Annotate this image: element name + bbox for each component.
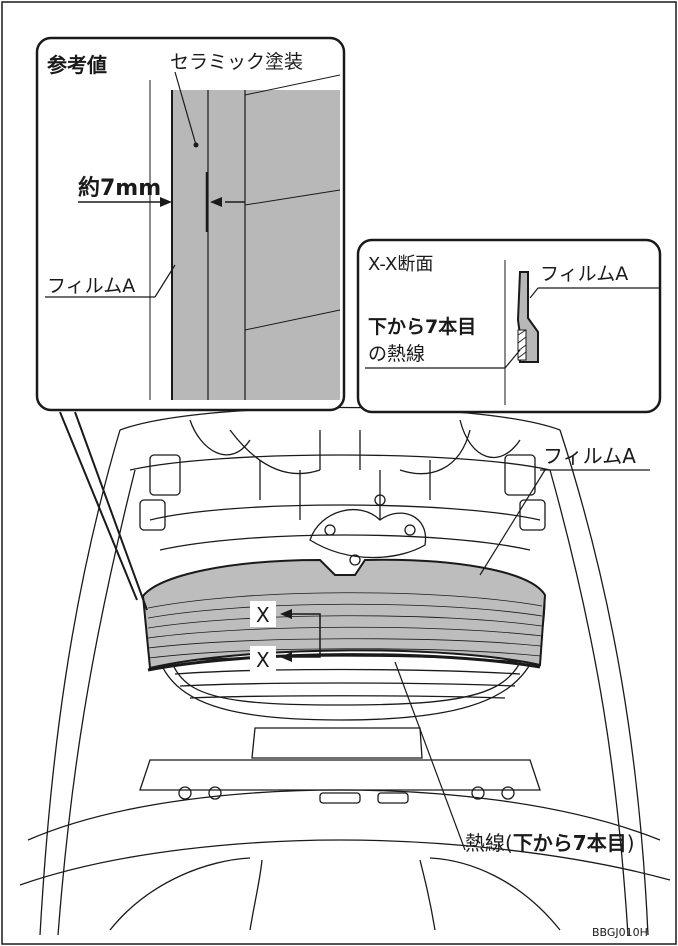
reference-detail-panel: 参考値 セラミック塗装 約7mm フィルムA: [35, 36, 346, 412]
film-heat-lines: [147, 592, 543, 659]
film-a-leader: [479, 469, 546, 576]
section-mark-1: X: [256, 603, 270, 627]
film-a-label-section: フィルムA: [540, 263, 628, 285]
reference-value-title: 参考値: [47, 53, 107, 77]
figure-code: BBGJ010H: [592, 926, 648, 939]
seventh-line-label: 下から7本目: [368, 315, 476, 338]
section-mark-2: X: [256, 648, 270, 672]
hot-wire-label: 熱線(下から7本目): [465, 831, 635, 855]
section-xx-title: X-X断面: [368, 254, 433, 275]
section-marker-x: X X: [250, 601, 321, 672]
callout-leaders: [59, 411, 148, 611]
film-a-label-main: フィルムA: [543, 444, 636, 468]
ceramic-coating-label: セラミック塗装: [170, 50, 303, 73]
hot-wire-leader: [394, 661, 466, 851]
dimension-7mm-label: 約7mm: [78, 175, 161, 201]
hot-wire-label-section: の熱線: [368, 343, 425, 365]
film-a-label-detail: フィルムA: [47, 275, 135, 297]
section-xx-panel: X-X断面 フィルムA 下から7本目 の熱線: [356, 238, 662, 414]
vehicle-rear-view: [19, 406, 671, 936]
seventh-hot-wire: [147, 653, 541, 672]
